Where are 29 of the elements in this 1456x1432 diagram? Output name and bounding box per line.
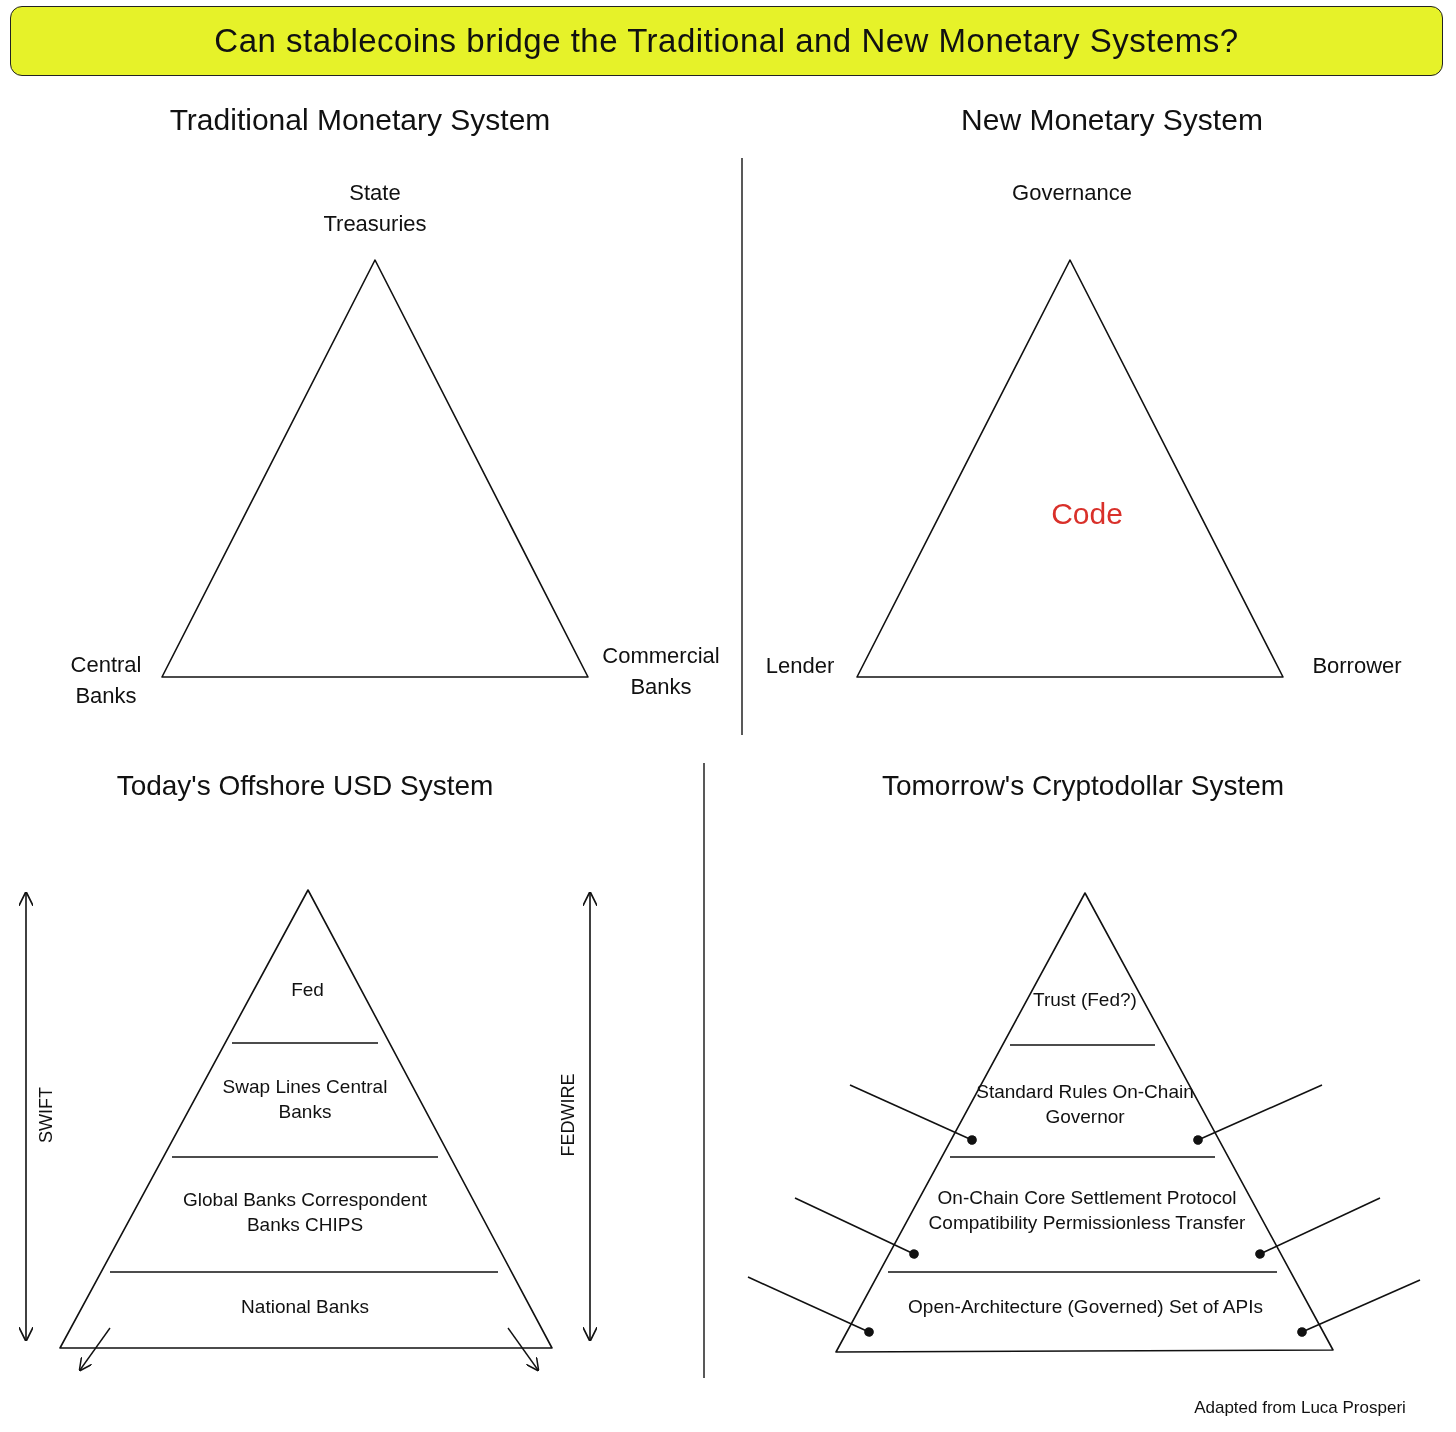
axis-label: FEDWIRE [557, 1073, 579, 1157]
vertex-label: Lender [764, 651, 836, 680]
tier-label: Swap Lines Central Banks [221, 1075, 389, 1124]
tier-label: Trust (Fed?) [1033, 987, 1137, 1012]
section-heading: Today's Offshore USD System [116, 770, 494, 802]
leader-line [1193, 1084, 1323, 1145]
title-banner: Can stablecoins bridge the Traditional and New Monetary Systems? [10, 6, 1443, 76]
center-label: Code [1051, 497, 1123, 531]
vertex-label: Commercial Banks [601, 642, 721, 701]
axis-label: SWIFT [35, 1087, 57, 1143]
tier-label: Fed [291, 977, 324, 1002]
tier-label: Standard Rules On-Chain Governor [975, 1080, 1195, 1129]
leader-line [747, 1276, 874, 1337]
section-heading: Tomorrow's Cryptodollar System [881, 770, 1285, 802]
leader-line [1255, 1197, 1381, 1259]
tier-label: Open-Architecture (Governed) Set of APIs [908, 1294, 1263, 1319]
vertex-label: Borrower [1311, 651, 1403, 680]
credit-note: Adapted from Luca Prosperi [1194, 1398, 1406, 1418]
section-heading: New Monetary System [961, 103, 1263, 137]
tier-label: Global Banks Correspondent Banks CHIPS [182, 1187, 428, 1237]
leader-line [794, 1197, 919, 1259]
tier-label: National Banks [241, 1295, 369, 1320]
vertex-label: Governance [1011, 178, 1133, 207]
tier-label: On-Chain Core Settlement Protocol Compatibility Permissionless Transfer [927, 1186, 1247, 1235]
section-heading: Traditional Monetary System [169, 103, 551, 137]
vertex-label: Central Banks [69, 651, 143, 710]
vertex-label: State Treasuries [322, 179, 428, 238]
leader-line [1297, 1279, 1421, 1337]
leader-line [849, 1084, 977, 1145]
